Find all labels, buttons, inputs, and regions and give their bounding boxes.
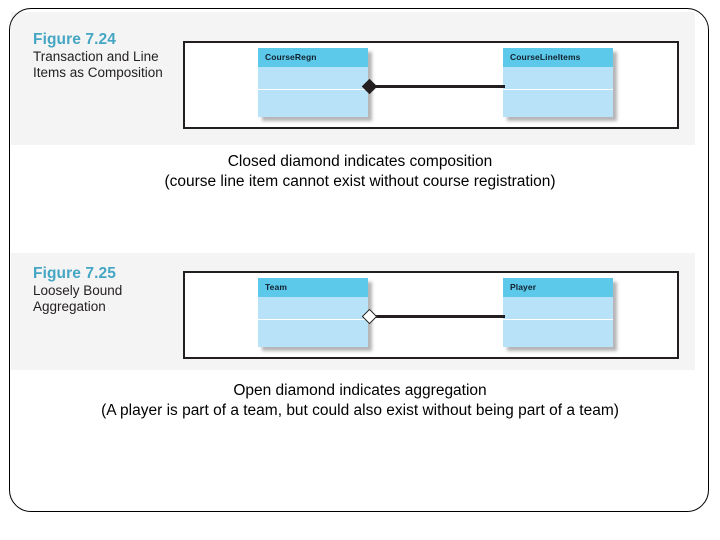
figure-number: Figure 7.25 bbox=[33, 265, 116, 282]
uml-class-courselineitems[interactable]: CourseLineItems bbox=[503, 48, 613, 117]
uml-operations-compartment bbox=[258, 90, 368, 117]
uml-operations-compartment bbox=[503, 90, 613, 117]
uml-class-player[interactable]: Player bbox=[503, 278, 613, 347]
uml-class-name: CourseLineItems bbox=[503, 48, 613, 67]
uml-class-name: Team bbox=[258, 278, 368, 297]
caption-aggregation: Open diamond indicates aggregation (A pl… bbox=[0, 381, 720, 422]
uml-operations-compartment bbox=[258, 320, 368, 347]
caption-line-2: (A player is part of a team, but could a… bbox=[101, 402, 619, 420]
uml-class-name: CourseRegn bbox=[258, 48, 368, 67]
figure-label-7-24: Figure 7.24 Transaction and Line Items a… bbox=[33, 31, 163, 81]
uml-class-name: Player bbox=[503, 278, 613, 297]
uml-attributes-compartment bbox=[503, 297, 613, 320]
uml-class-coursereqn[interactable]: CourseRegn bbox=[258, 48, 368, 117]
uml-attributes-compartment bbox=[258, 67, 368, 90]
figure-label-7-25: Figure 7.25 Loosely Bound Aggregation bbox=[33, 265, 122, 315]
figure-number: Figure 7.24 bbox=[33, 31, 116, 48]
figure-title-line-1: Loosely Bound bbox=[33, 283, 123, 299]
aggregation-association-line bbox=[370, 315, 505, 318]
caption-line-1: Closed diamond indicates composition bbox=[227, 153, 493, 170]
uml-attributes-compartment bbox=[258, 297, 368, 320]
uml-operations-compartment bbox=[503, 320, 613, 347]
caption-line-2: (course line item cannot exist without c… bbox=[164, 173, 556, 191]
figure-title-line-2: Items as Composition bbox=[33, 65, 163, 81]
figure-title-line-2: Aggregation bbox=[33, 299, 106, 315]
figure-title-line-1: Transaction and Line bbox=[33, 49, 159, 65]
caption-line-1: Open diamond indicates aggregation bbox=[233, 382, 487, 399]
uml-class-team[interactable]: Team bbox=[258, 278, 368, 347]
composition-association-line bbox=[370, 85, 505, 88]
uml-attributes-compartment bbox=[503, 67, 613, 90]
caption-composition: Closed diamond indicates composition (co… bbox=[0, 152, 720, 193]
